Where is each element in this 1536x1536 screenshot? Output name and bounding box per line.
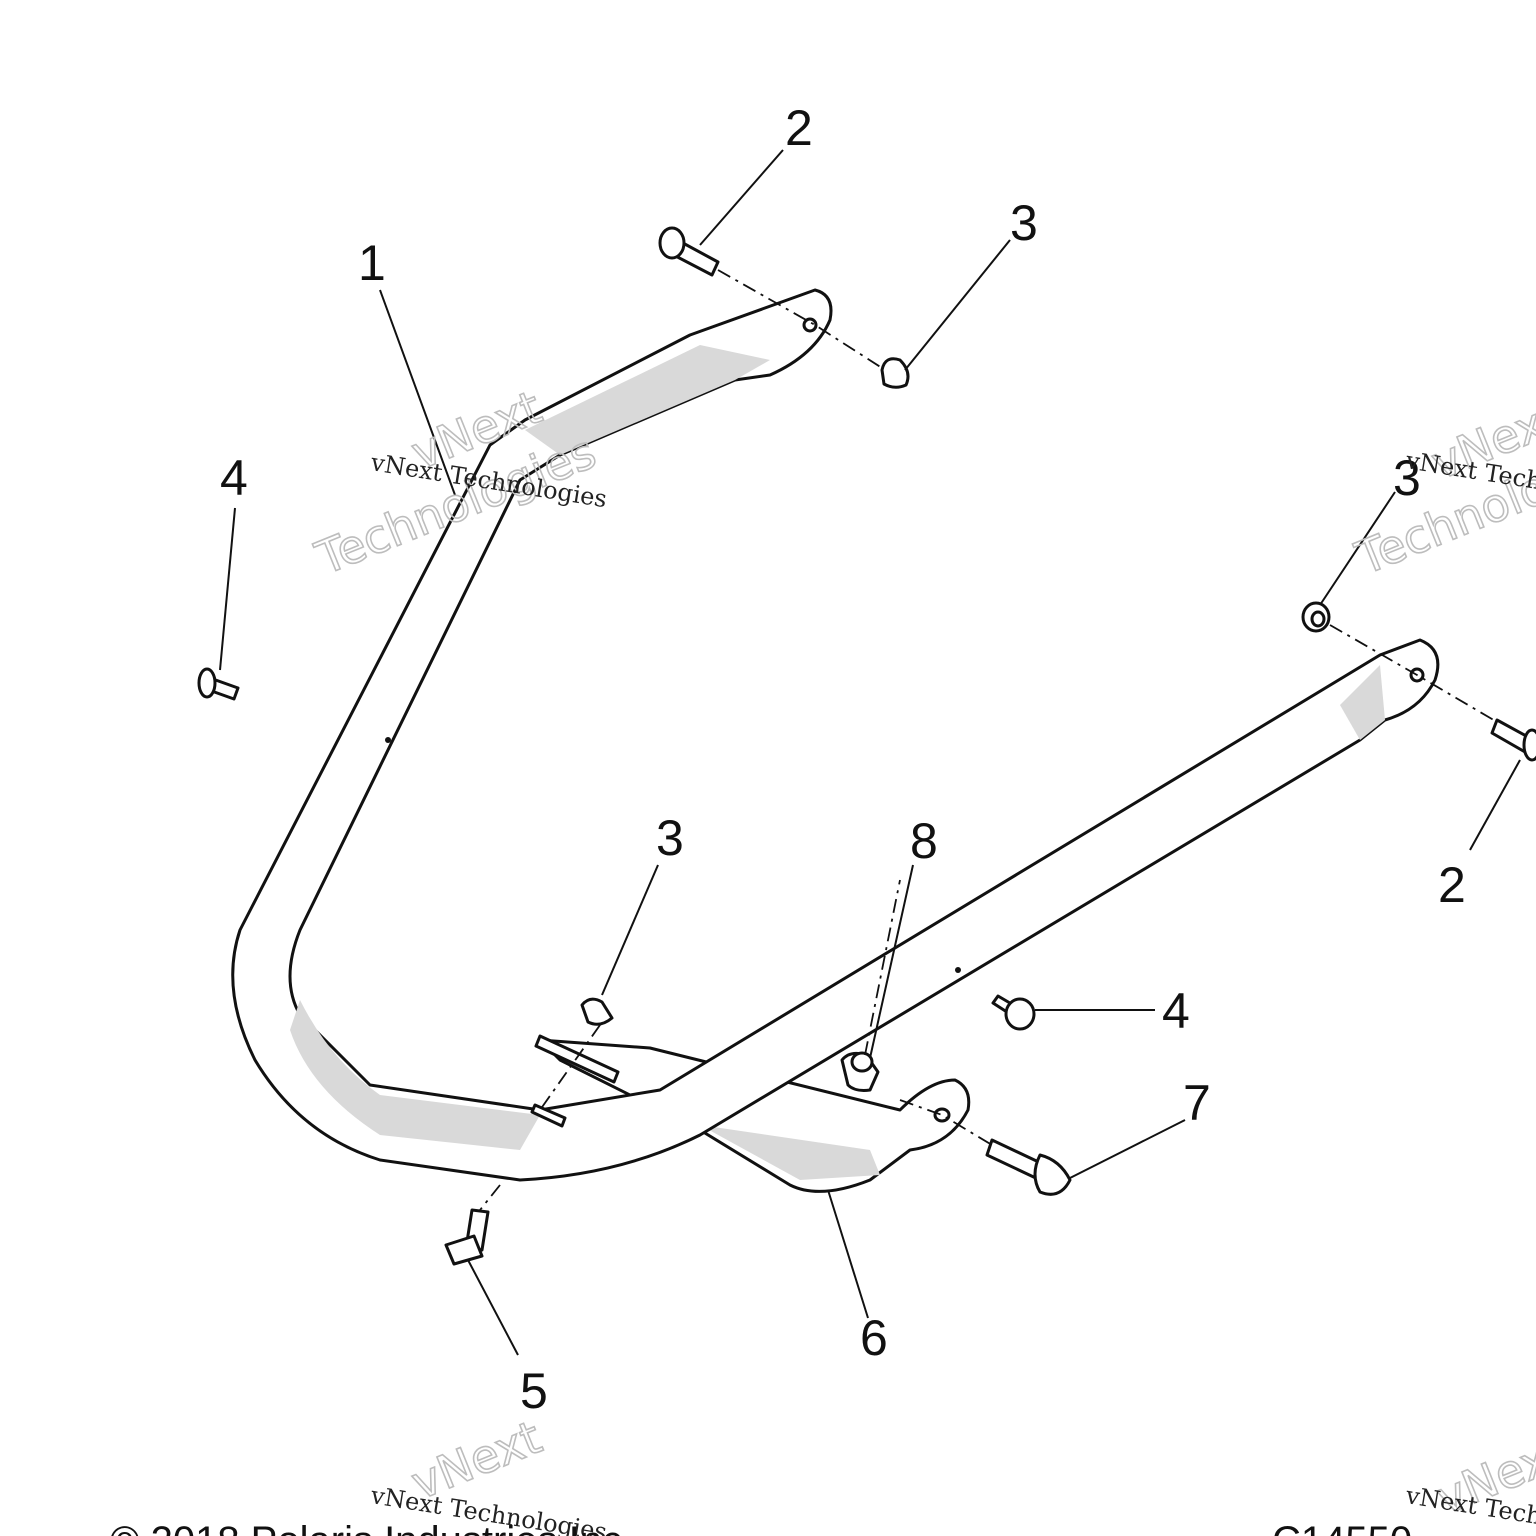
part-6-brace <box>538 1038 971 1193</box>
part-2-bolt-top <box>658 226 720 277</box>
callout-5: 5 <box>520 1363 548 1419</box>
copyright-text: © 2018 Polaris Industries Inc. <box>110 1519 633 1536</box>
part-8-spacer <box>840 1051 880 1092</box>
part-2-bolt-right <box>1490 718 1536 762</box>
callout-4-left: 4 <box>220 450 248 506</box>
part-4-rivet-right <box>991 994 1036 1031</box>
part-7-bolt <box>985 1138 1072 1196</box>
diagram-code: C14550 <box>1272 1519 1412 1536</box>
leader-lines <box>219 149 1521 1356</box>
watermark-right: vNext Technologies vNext Technologies <box>1347 389 1536 586</box>
callout-4-right: 4 <box>1162 983 1190 1039</box>
callout-2-right: 2 <box>1438 857 1466 913</box>
callout-1: 1 <box>358 235 386 291</box>
callout-3-top: 3 <box>1010 195 1038 251</box>
watermark-bottom: vNext vNext Technologies <box>368 1409 609 1536</box>
callout-6: 6 <box>860 1310 888 1366</box>
part-3-nut-top <box>880 357 910 389</box>
alignment-lines <box>479 269 1498 1211</box>
part-4-rivet-left <box>197 667 240 701</box>
callout-3-center: 3 <box>656 810 684 866</box>
part-1-bumper <box>231 288 1440 1182</box>
watermark-bottom-right: vNext vNext Technologies <box>1403 1424 1536 1536</box>
callout-7: 7 <box>1183 1075 1211 1131</box>
callout-8: 8 <box>910 813 938 869</box>
part-5-bolt-bottom <box>444 1208 490 1266</box>
part-3-nut-center <box>580 997 614 1026</box>
part-3-nut-right <box>1301 601 1331 633</box>
callout-3-right: 3 <box>1393 450 1421 506</box>
callout-2-top: 2 <box>785 100 813 156</box>
